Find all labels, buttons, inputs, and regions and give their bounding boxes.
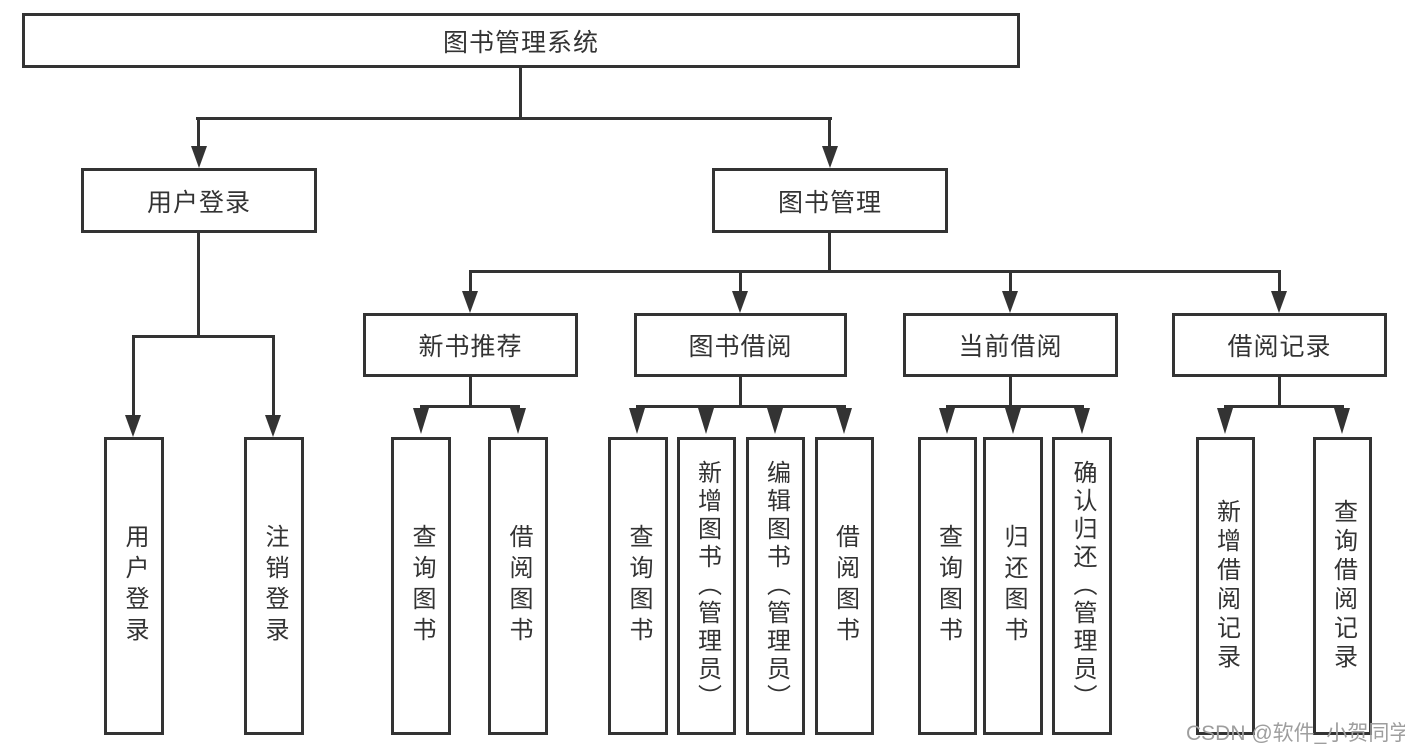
- node-label: 借阅记录: [1227, 333, 1332, 361]
- arrowhead-cb-search-icon: [939, 408, 955, 434]
- connector-root-stem: [519, 68, 522, 120]
- connector-cb-stem: [1009, 377, 1012, 408]
- arrowhead-cb-return-icon: [1005, 408, 1021, 434]
- node-leaf-bb-search-books: 查询图书: [608, 437, 668, 735]
- connector-leaf-user-login-shaft: [132, 335, 135, 418]
- node-leaf-cb-confirm-return-admin: 确认归还（管理员）: [1052, 437, 1112, 735]
- node-current-borrow: 当前借阅: [903, 313, 1118, 377]
- node-label: 用户登录: [146, 188, 251, 217]
- connector-book-management-shaft: [828, 117, 831, 149]
- connector-user-group-stem: [197, 233, 200, 338]
- node-label: 查询图书: [934, 524, 962, 648]
- connector-current-borrow-shaft: [1009, 270, 1012, 293]
- node-leaf-bb-borrow-books: 借阅图书: [815, 437, 874, 735]
- arrowhead-book-borrow-icon: [732, 291, 748, 313]
- connector-mgmt-hline: [469, 270, 1281, 273]
- connector-br-hline: [1224, 405, 1344, 408]
- node-label: 当前借阅: [958, 333, 1063, 361]
- node-label: 编辑图书（管理员）: [762, 460, 790, 712]
- connector-user-login-shaft: [197, 117, 200, 149]
- node-label: 图书管理: [777, 188, 882, 217]
- node-label: 查询图书: [625, 524, 652, 648]
- connector-borrow-records-shaft: [1278, 270, 1281, 293]
- node-leaf-user-login: 用户登录: [104, 437, 164, 735]
- node-label: 确认归还（管理员）: [1069, 460, 1096, 712]
- node-borrow-records: 借阅记录: [1172, 313, 1387, 377]
- node-leaf-nb-search-books: 查询图书: [391, 437, 451, 735]
- node-leaf-bb-edit-books-admin: 编辑图书（管理员）: [746, 437, 805, 735]
- connector-book-borrow-shaft: [739, 270, 742, 293]
- arrowhead-leaf-logout-icon: [265, 415, 281, 437]
- node-leaf-br-search-record: 查询借阅记录: [1313, 437, 1372, 735]
- arrowhead-nb-borrow-icon: [510, 408, 526, 434]
- connector-bb-stem: [739, 377, 742, 408]
- node-label: 借阅图书: [831, 524, 859, 648]
- arrowhead-bb-search-icon: [629, 408, 645, 434]
- arrowhead-current-borrow-icon: [1002, 291, 1018, 313]
- node-root: 图书管理系统: [22, 13, 1020, 68]
- arrowhead-bb-borrow-icon: [836, 408, 852, 434]
- arrowhead-bb-add-icon: [698, 408, 714, 434]
- arrowhead-user-login-icon: [191, 146, 207, 168]
- arrowhead-nb-search-icon: [413, 408, 429, 434]
- node-user-login: 用户登录: [81, 168, 317, 233]
- arrowhead-leaf-user-login-icon: [125, 415, 141, 437]
- connector-br-stem: [1278, 377, 1281, 408]
- node-label: 新增图书（管理员）: [693, 460, 721, 712]
- arrowhead-cb-confirm-icon: [1074, 408, 1090, 434]
- arrowhead-br-add-icon: [1217, 408, 1233, 434]
- arrowhead-book-management-icon: [822, 146, 838, 168]
- arrowhead-bb-edit-icon: [767, 408, 783, 434]
- arrowhead-new-book-icon: [462, 291, 478, 313]
- node-label: 图书管理系统: [442, 28, 599, 57]
- node-label: 查询图书: [408, 524, 435, 648]
- arrowhead-borrow-records-icon: [1271, 291, 1287, 313]
- node-new-book-recommend: 新书推荐: [363, 313, 578, 377]
- node-label: 归还图书: [1000, 524, 1027, 648]
- connector-cb-hline: [946, 405, 1084, 408]
- connector-leaf-logout-shaft: [272, 335, 275, 418]
- node-leaf-cb-return-books: 归还图书: [983, 437, 1043, 735]
- connector-mgmt-stem: [828, 233, 831, 273]
- node-leaf-cb-search-books: 查询图书: [918, 437, 977, 735]
- connector-bb-hline: [636, 405, 846, 408]
- node-label: 用户登录: [121, 524, 148, 648]
- node-leaf-nb-borrow-books: 借阅图书: [488, 437, 548, 735]
- node-label: 新增借阅记录: [1212, 499, 1240, 673]
- connector-root-hline: [196, 117, 832, 120]
- node-label: 新书推荐: [418, 333, 523, 361]
- connector-nb-hline: [420, 405, 520, 408]
- arrowhead-br-search-icon: [1334, 408, 1350, 434]
- node-label: 查询借阅记录: [1329, 499, 1357, 673]
- node-leaf-br-add-record: 新增借阅记录: [1196, 437, 1255, 735]
- node-label: 注销登录: [261, 524, 288, 648]
- connector-nb-stem: [469, 377, 472, 408]
- connector-user-group-hline: [132, 335, 275, 338]
- connector-new-book-shaft: [469, 270, 472, 293]
- node-book-management: 图书管理: [712, 168, 948, 233]
- node-label: 借阅图书: [505, 524, 532, 648]
- node-leaf-logout: 注销登录: [244, 437, 304, 735]
- node-book-borrow: 图书借阅: [634, 313, 847, 377]
- node-leaf-bb-add-books-admin: 新增图书（管理员）: [677, 437, 736, 735]
- node-label: 图书借阅: [688, 333, 793, 361]
- watermark: CSDN @软件_小贺同学: [1186, 722, 1405, 745]
